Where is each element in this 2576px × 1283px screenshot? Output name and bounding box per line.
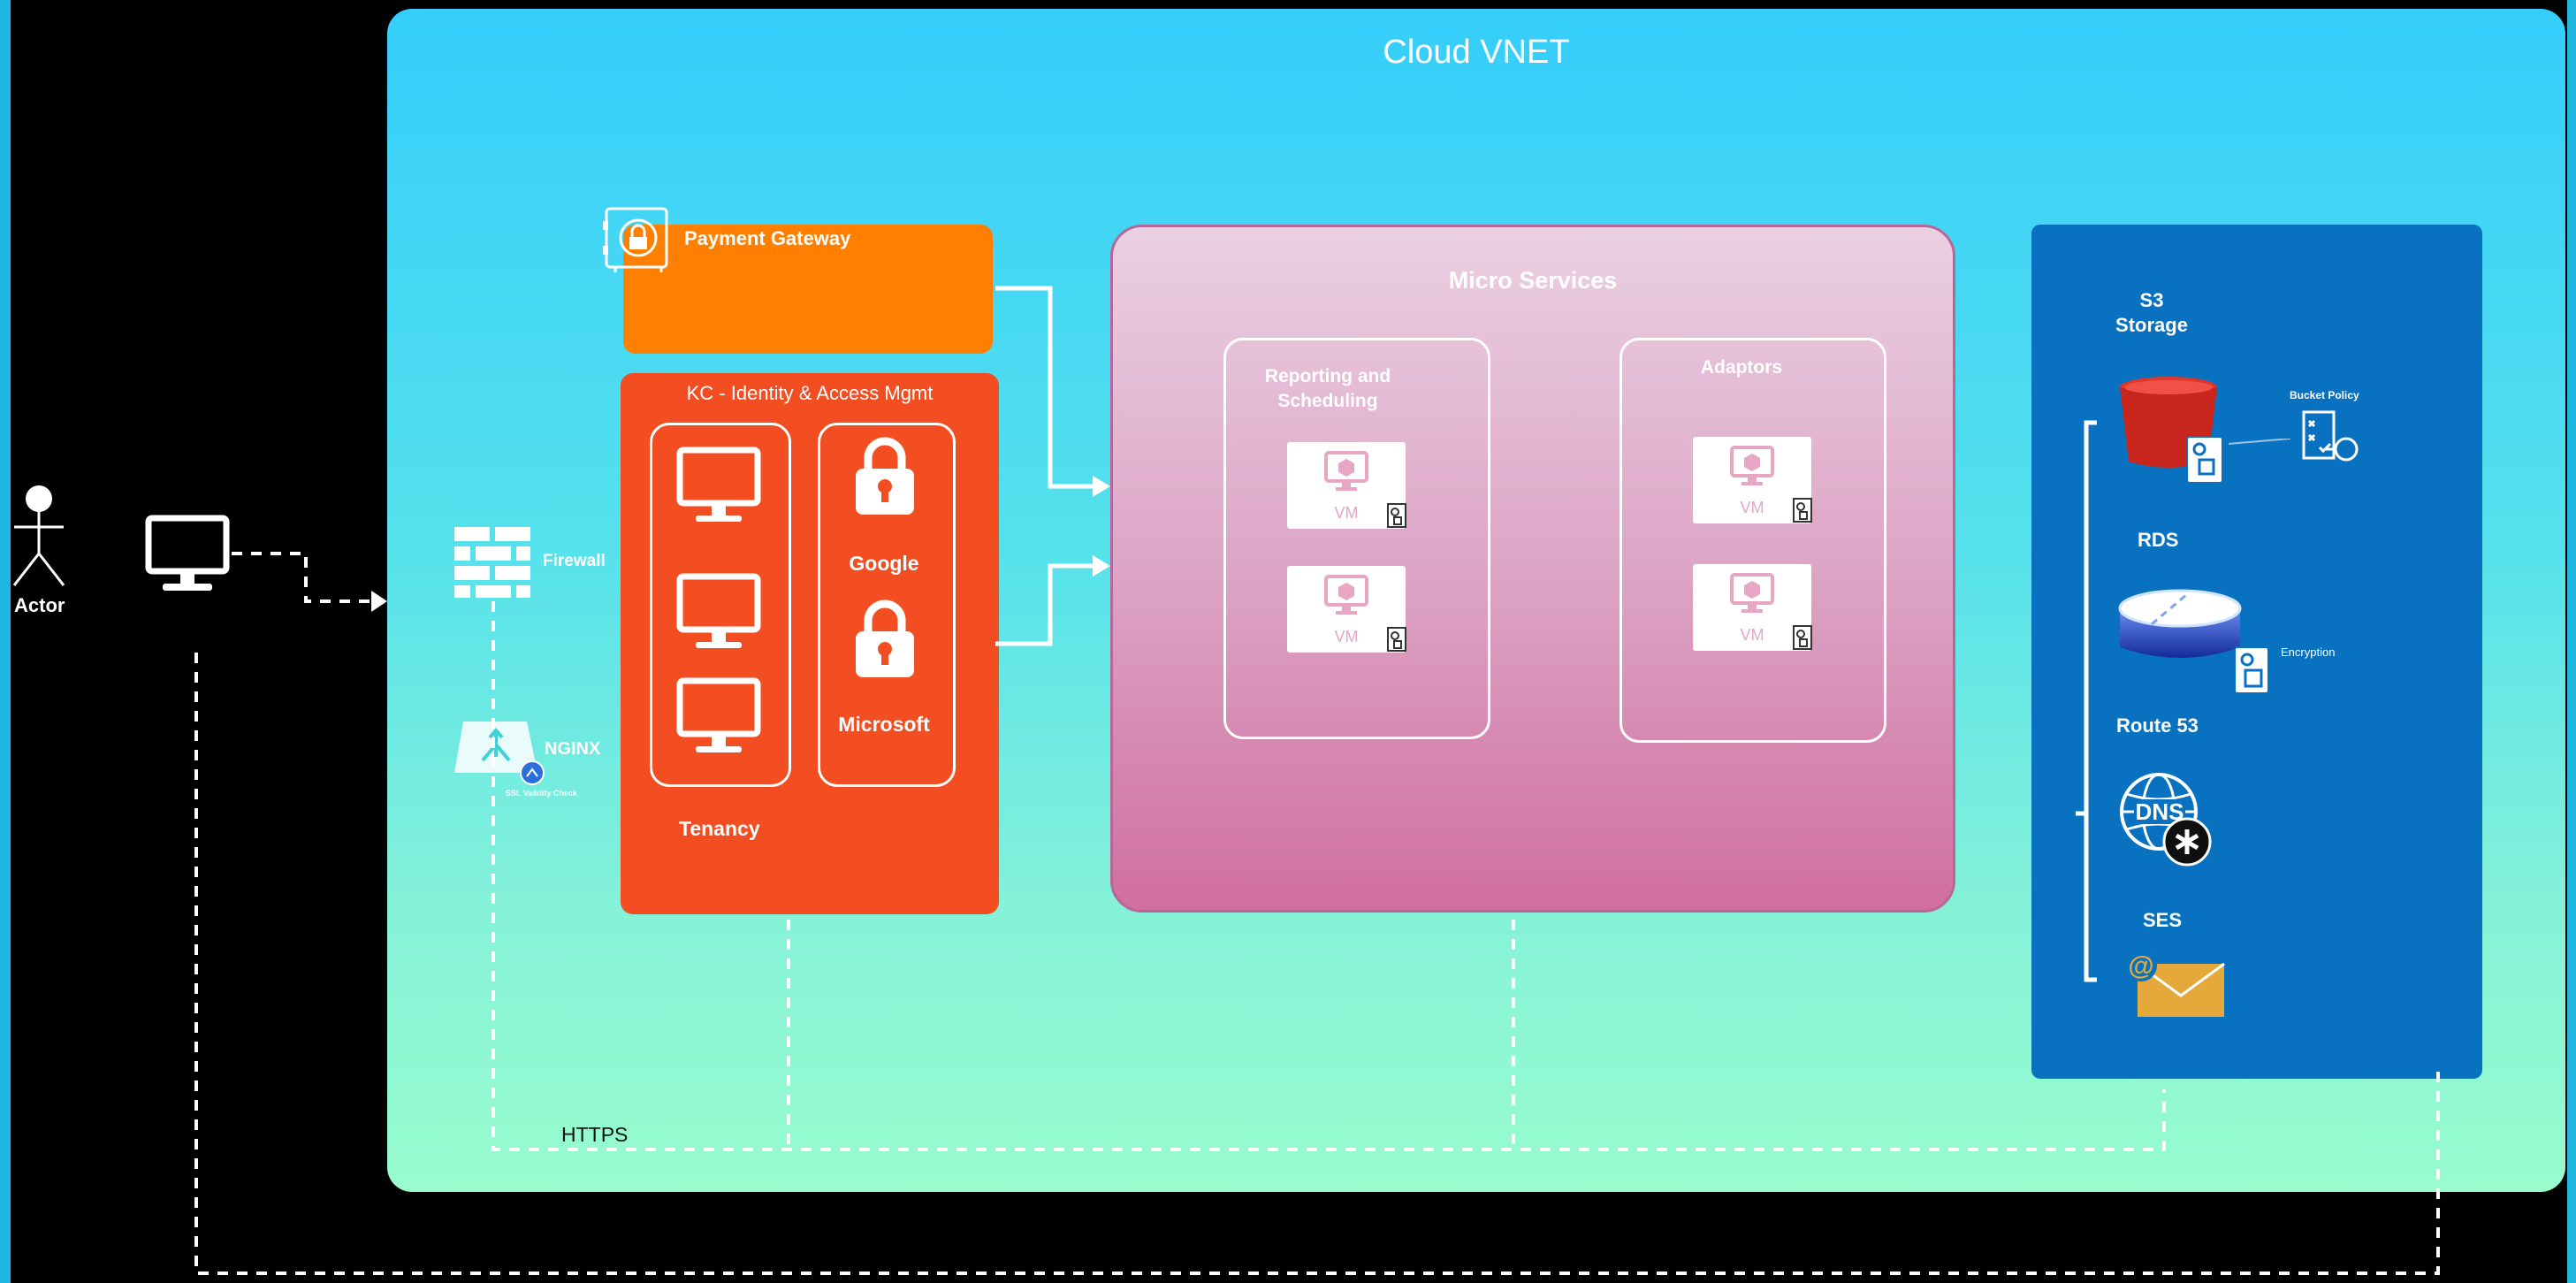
monitor-icon [676,677,761,752]
vnet-title: Cloud VNET [1383,34,1570,71]
google-label: Google [849,552,919,575]
vm-label: VM [1740,499,1764,516]
vm-card: VM [1693,437,1812,523]
workstation-monitor-icon [145,515,230,591]
reporting-scheduling-label: Reporting and Scheduling [1264,366,1391,411]
microsoft-label: Microsoft [838,713,930,736]
vm-card: VM [1287,566,1406,653]
actor-label: Actor [14,594,65,616]
tenancy-label: Tenancy [679,817,760,840]
reporting-scheduling-group [1223,338,1490,739]
kc-providers-column [818,423,956,787]
vm-lock-key-icon [1387,627,1406,652]
vnet-entry-arrowhead [371,591,387,612]
bucket-policy-icon [2302,410,2359,462]
adaptors-group [1620,338,1886,743]
micro-services-title: Micro Services [1448,267,1618,294]
arrowhead [1093,476,1110,497]
nginx-load-balancer-icon [454,722,545,785]
kc-monitors-column [650,423,791,787]
rds-database-icon [2118,589,2242,658]
ssl-validity-check-label: SSL Validity Check [506,789,577,798]
firewall-label: Firewall [543,552,606,570]
vm-monitor-icon [1324,451,1368,491]
vm-lock-key-icon [1793,498,1812,523]
actor-stick-figure-icon [12,485,65,586]
https-bus-connector [492,601,2166,1151]
bucket-policy-connector [2229,439,2290,445]
right-frame-bar [2567,0,2576,1283]
monitor-icon [676,573,761,648]
dns-globe-icon: DNS [2120,773,2212,867]
kc-identity-box [621,373,999,914]
vm-label: VM [1740,626,1764,644]
encryption-lock-icon [2234,646,2269,694]
safe-lock-icon [603,207,668,272]
route53-label: Route 53 [2116,714,2199,737]
ses-label: SES [2143,909,2183,931]
kc-to-micro-connector [995,563,1094,646]
vm-lock-key-icon [1387,503,1406,528]
lock-icon [856,599,914,677]
lock-icon [856,437,914,515]
payment-gateway-label: Payment Gateway [684,227,851,249]
vm-card: VM [1693,564,1812,651]
encryption-label: Encryption [2281,645,2336,659]
https-label: HTTPS [561,1123,629,1146]
s3-storage-label: S3 Storage [2115,289,2188,336]
vm-monitor-icon [1730,573,1774,613]
monitor-icon [676,447,761,522]
vm-label: VM [1334,628,1359,645]
vm-monitor-icon [1730,446,1774,485]
payment-gateway-box [623,225,993,354]
bucket-policy-label: Bucket Policy [2290,389,2359,401]
left-frame-bar [0,0,11,1283]
nginx-label: NGINX [545,739,601,759]
email-envelope-icon: @ [2125,950,2225,1017]
firewall-icon [454,527,530,598]
vm-card: VM [1287,442,1406,529]
s3-bucket-icon [2120,377,2223,484]
rds-label: RDS [2138,529,2179,551]
aws-bracket [2084,420,2097,982]
vm-label: VM [1334,504,1359,522]
adaptors-label: Adaptors [1700,357,1783,378]
arrowhead [1093,555,1110,577]
svg-text:@: @ [2128,951,2153,981]
payment-to-micro-connector [995,286,1094,489]
actor-to-aws-connector [194,653,2440,1275]
vm-lock-key-icon [1793,625,1812,650]
actor-to-vnet-connector [232,552,371,603]
kc-title: KC - Identity & Access Mgmt [686,382,934,404]
vm-monitor-icon [1324,575,1368,615]
